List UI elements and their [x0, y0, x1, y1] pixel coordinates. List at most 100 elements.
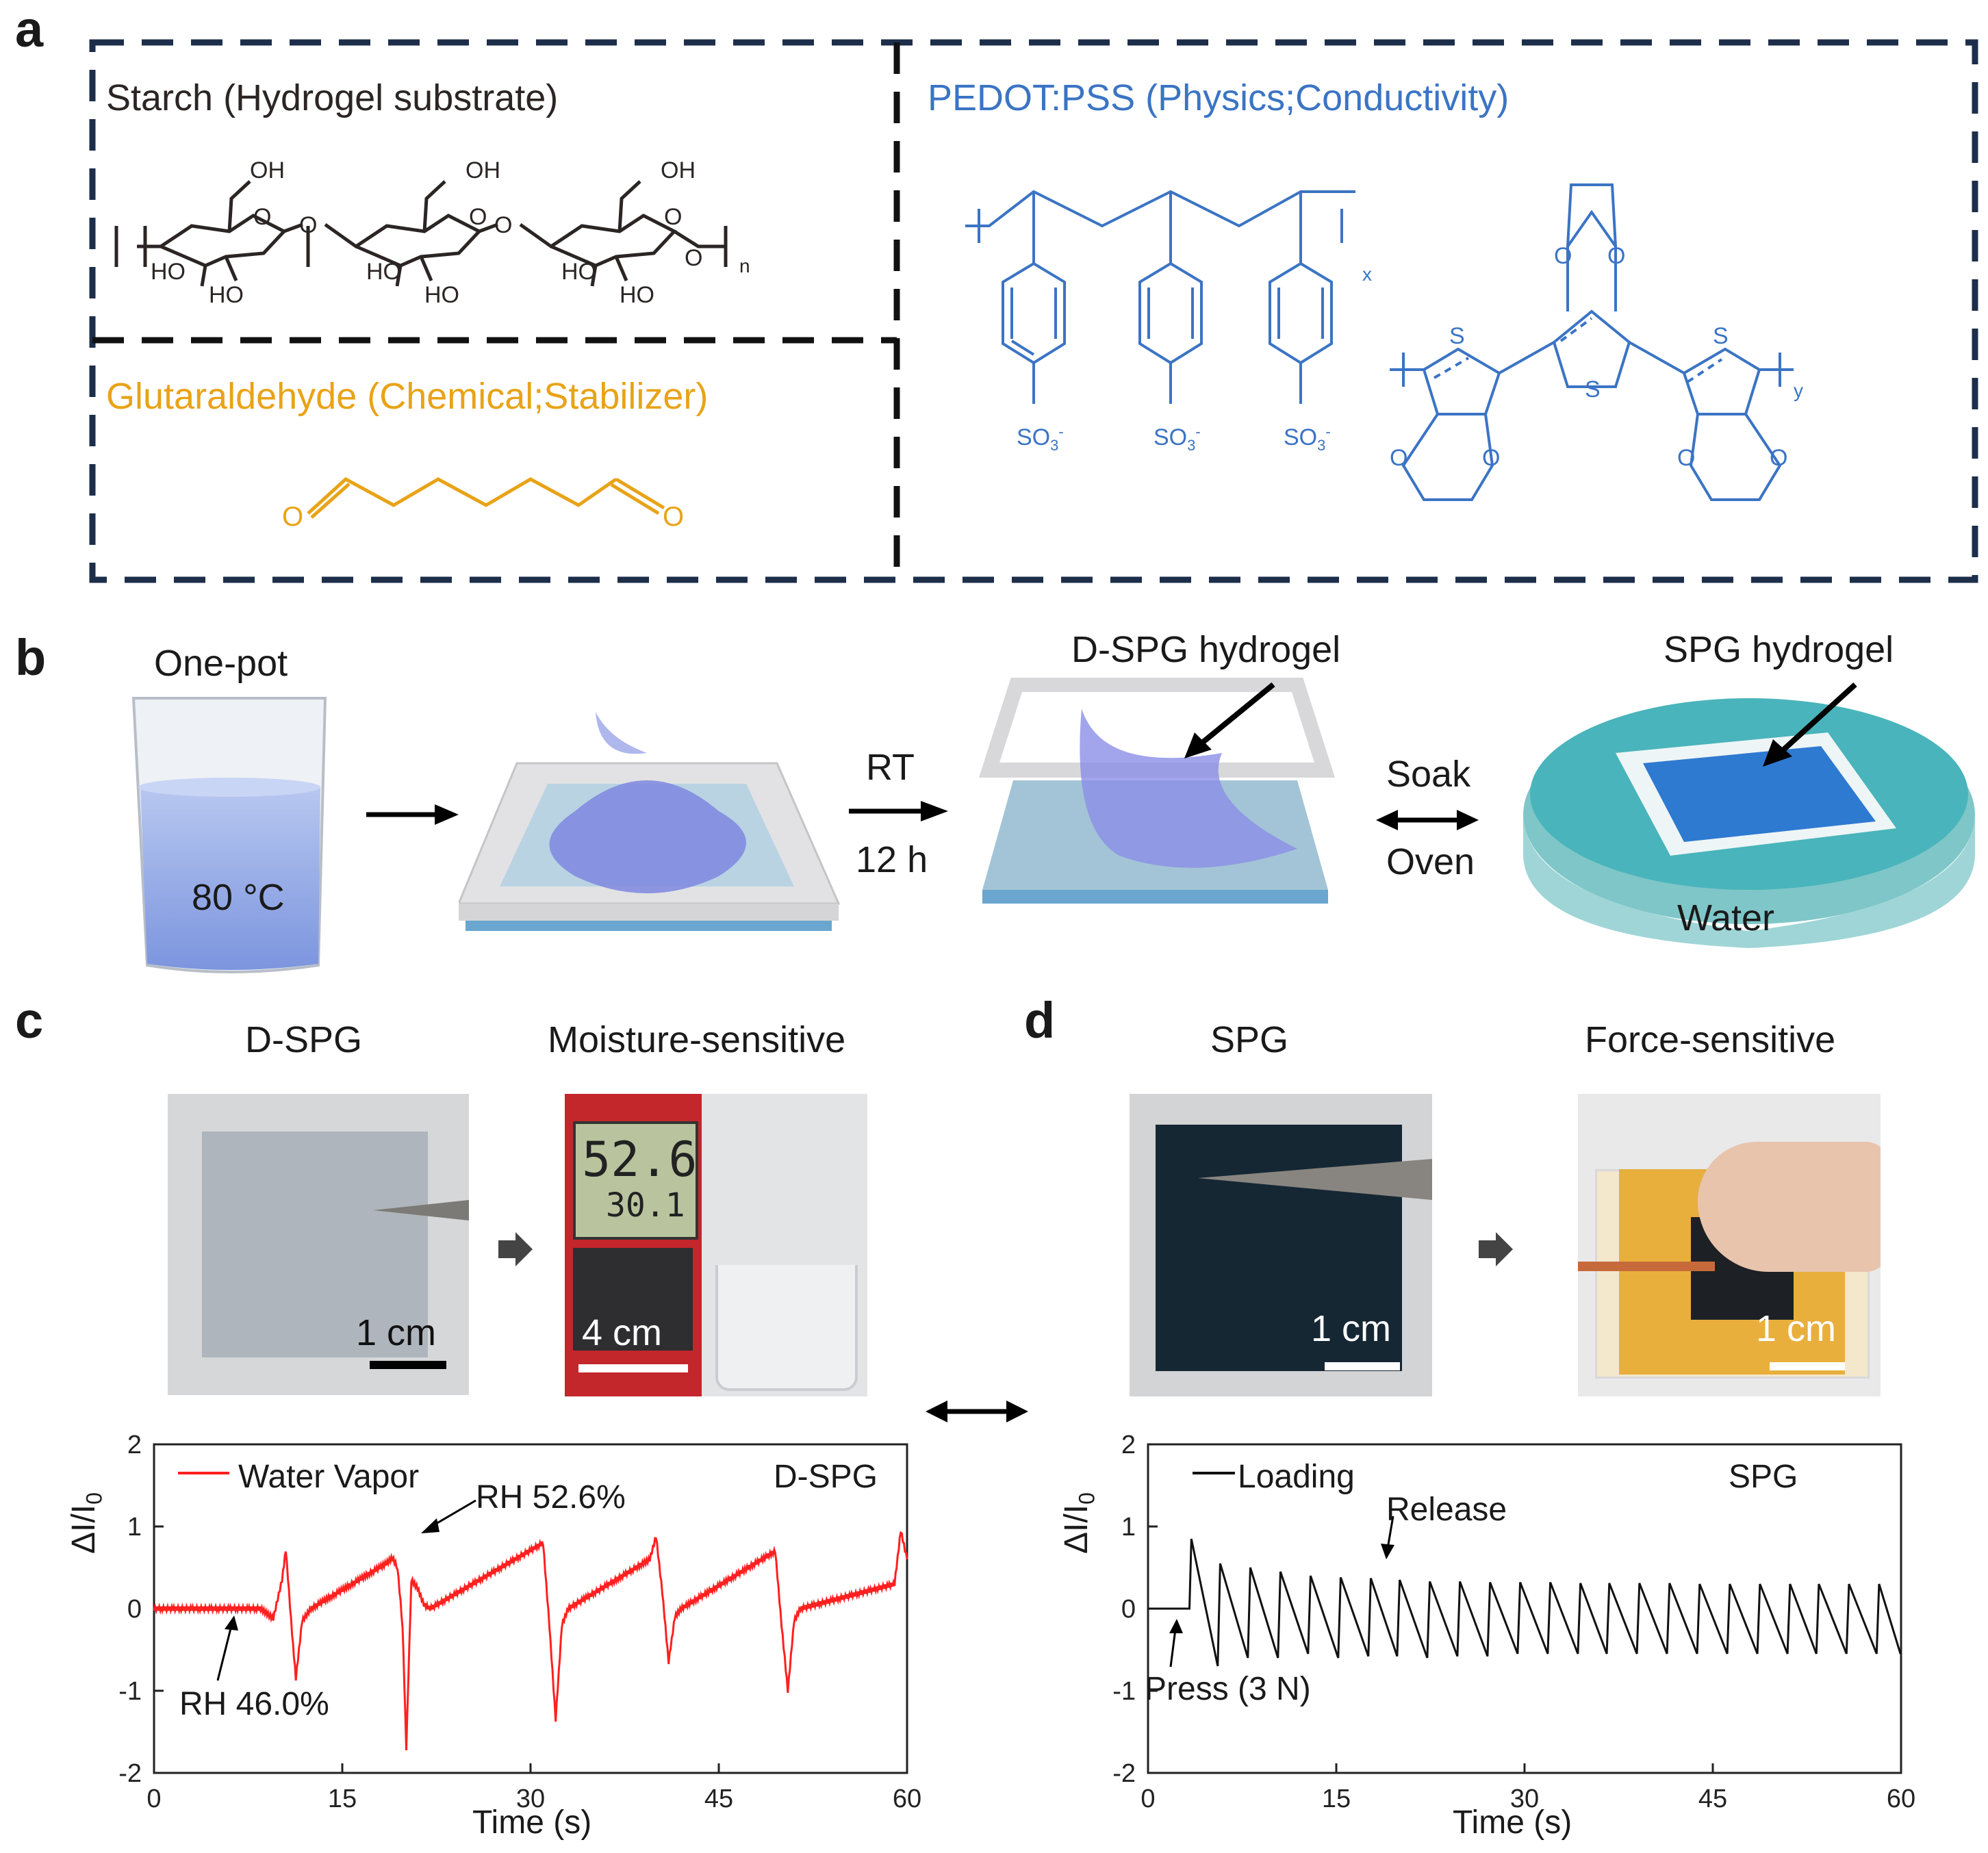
svg-text:y: y [1794, 380, 1803, 401]
chart-c-xtick-label: 30 [516, 1785, 545, 1813]
d-photo1-title: SPG [1210, 1019, 1289, 1060]
d-photo-arrow [1479, 1232, 1513, 1266]
svg-text:OH: OH [466, 157, 500, 183]
svg-text:x: x [1362, 264, 1372, 285]
time-label: 12 h [856, 839, 928, 880]
chart-d-xtick-label: 0 [1140, 1785, 1155, 1813]
chart-c-annotation-rh46: RH 46.0% [179, 1686, 329, 1722]
chart-d-corner-label: SPG [1729, 1459, 1798, 1495]
chart-c-ytick-label: 0 [127, 1595, 142, 1624]
d-spg-sample [202, 1132, 428, 1357]
chart-d-xtick-label: 60 [1887, 1785, 1915, 1813]
chart-c-xlabel: Time (s) [472, 1804, 592, 1841]
svg-text:O: O [1677, 445, 1695, 471]
rt-label: RT [866, 747, 915, 788]
chart-c-ytick-label: 1 [127, 1513, 142, 1542]
panel-label-d: d [1024, 992, 1056, 1049]
c-photo-arrow [498, 1232, 533, 1266]
spg-tweezers [1198, 1159, 1432, 1200]
d-scale2-bar [1770, 1362, 1845, 1370]
d-scale2-label: 1 cm [1756, 1308, 1837, 1349]
chart-c-legend-label: Water Vapor [238, 1459, 420, 1495]
svg-text:SO3-: SO3- [1284, 423, 1331, 454]
svg-text:HO: HO [366, 259, 401, 285]
mold-illustration-2 [978, 678, 1336, 904]
svg-text:O: O [299, 212, 317, 238]
svg-text:S: S [1585, 376, 1601, 402]
chart-d-xtick-label: 45 [1698, 1785, 1727, 1813]
svg-text:O: O [282, 502, 303, 532]
meter-screen [573, 1121, 698, 1240]
chart-c-xtick-label: 60 [893, 1785, 921, 1813]
c-photo2-title: Moisture-sensitive [548, 1019, 846, 1060]
c-scale1-label: 1 cm [356, 1312, 437, 1353]
soak-label: Soak [1386, 754, 1471, 795]
d-spg-hydrogel-label: D-SPG hydrogel [1071, 629, 1341, 670]
chart-c-arrow-rh52 [431, 1499, 476, 1528]
pedot-pss-structure: x SO3- SO3- SO3- S S S O O O O O O y [965, 183, 1803, 501]
panel-a-frame [89, 39, 1978, 583]
chart-c-ytick-label: -1 [118, 1677, 142, 1706]
meter-keypad [573, 1248, 693, 1351]
oven-label: Oven [1386, 841, 1475, 882]
svg-text:OH: OH [250, 157, 285, 183]
beaker-illustration [131, 697, 327, 973]
chart-c-corner-label: D-SPG [774, 1459, 878, 1495]
double-arrow-b [1376, 810, 1479, 830]
svg-text:SO3-: SO3- [1154, 423, 1201, 454]
svg-text:O: O [685, 245, 702, 271]
svg-text:HO: HO [209, 282, 244, 308]
one-pot-label: One-pot [154, 643, 288, 684]
starch-structure: OH OH OH O O O O O O HO HO HO HO HO HO n [114, 157, 750, 308]
c-scale2-bar [578, 1364, 688, 1372]
copper-wire [1578, 1262, 1715, 1271]
panel-label-a: a [15, 1, 44, 57]
starch-title: Starch (Hydrogel substrate) [106, 77, 559, 118]
mold-illustration-1 [459, 712, 841, 931]
chart-d-xtick-label: 30 [1510, 1785, 1539, 1813]
svg-text:O: O [663, 502, 684, 532]
finger [1698, 1142, 1881, 1272]
chart-d-arrow-release [1386, 1516, 1394, 1549]
chart-d-annotation-press: Press (3 N) [1145, 1671, 1311, 1707]
svg-text:O: O [469, 204, 487, 230]
glutaraldehyde-title: Glutaraldehyde (Chemical;Stabilizer) [106, 376, 709, 417]
chart-d-ytick-label: -2 [1112, 1759, 1136, 1788]
svg-text:O: O [664, 204, 682, 230]
beaker-in-photo [715, 1265, 858, 1391]
chart-c-ytick-label: 2 [127, 1431, 142, 1459]
chart-d-arrow-press [1169, 1628, 1177, 1667]
svg-text:OH: OH [661, 157, 696, 183]
chart-d-xtick-label: 15 [1322, 1785, 1351, 1813]
c-d-double-arrow [926, 1401, 1028, 1422]
pedot-pss-title: PEDOT:PSS (Physics;Conductivity) [928, 77, 1509, 118]
meter-temp-readout: 30.1 [606, 1186, 685, 1225]
svg-text:HO: HO [151, 259, 186, 285]
svg-text:O: O [253, 204, 271, 230]
chart-d-arrowhead-release [1381, 1544, 1394, 1559]
tweezers [373, 1200, 469, 1221]
chart-c-arrow-rh46 [216, 1625, 233, 1681]
arrow-d-spg [1184, 682, 1275, 758]
glutaraldehyde-structure: O O [282, 476, 684, 532]
water-label: Water [1677, 897, 1775, 938]
c-scale2-label: 4 cm [582, 1312, 663, 1353]
chart-c-ylabel: ΔI/I0 [66, 1492, 107, 1554]
arrow-spg [1763, 682, 1857, 767]
d-scale1-label: 1 cm [1311, 1308, 1392, 1349]
svg-text:HO: HO [620, 282, 654, 308]
chart-c-ytick-label: -2 [118, 1759, 142, 1788]
panel-label-b: b [15, 629, 47, 686]
svg-text:O: O [1554, 243, 1572, 269]
chart-d-annotation-release: Release [1386, 1492, 1507, 1528]
spg-hydrogel-label: SPG hydrogel [1664, 629, 1894, 670]
temperature-label: 80 °C [192, 877, 285, 918]
d-scale1-bar [1325, 1362, 1400, 1370]
svg-text:SO3-: SO3- [1017, 423, 1064, 454]
chart-c-xtick-label: 15 [328, 1785, 357, 1813]
force-sensor-photo: 1 cm [1578, 1094, 1881, 1396]
moisture-meter-photo: 52.6 30.1 4 cm [565, 1094, 867, 1396]
d-spg-photo: 1 cm [168, 1094, 469, 1395]
